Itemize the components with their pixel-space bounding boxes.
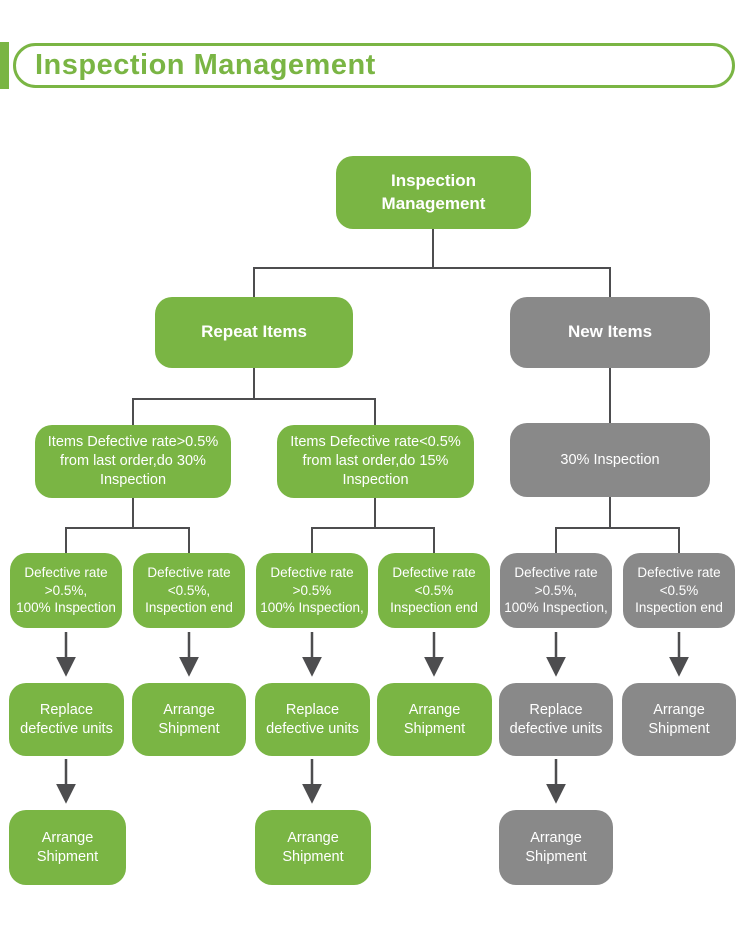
node-defective-rate-low-2: Defective rate <0.5% Inspection end	[378, 553, 490, 628]
node-replace-units-3: Replace defective units	[499, 683, 613, 756]
title-accent-bar	[0, 42, 9, 89]
node-arrange-shipment-3: Arrange Shipment	[622, 683, 736, 756]
node-repeat-low-rate: Items Defective rate<0.5% from last orde…	[277, 425, 474, 498]
node-defective-rate-low-3: Defective rate <0.5% Inspection end	[623, 553, 735, 628]
node-repeat-high-rate: Items Defective rate>0.5% from last orde…	[35, 425, 231, 498]
node-final-shipment-1: Arrange Shipment	[9, 810, 126, 885]
node-final-shipment-3: Arrange Shipment	[499, 810, 613, 885]
node-final-shipment-2: Arrange Shipment	[255, 810, 371, 885]
node-new-30-inspection: 30% Inspection	[510, 423, 710, 497]
node-replace-units-1: Replace defective units	[9, 683, 124, 756]
node-arrange-shipment-2: Arrange Shipment	[377, 683, 492, 756]
node-defective-rate-high-2: Defective rate >0.5% 100% Inspection,	[256, 553, 368, 628]
node-new-items: New Items	[510, 297, 710, 368]
page-title: Inspection Management	[35, 49, 376, 81]
node-root: Inspection Management	[336, 156, 531, 229]
title-frame: Inspection Management	[13, 43, 735, 88]
node-repeat-items: Repeat Items	[155, 297, 353, 368]
node-defective-rate-high-1: Defective rate >0.5%, 100% Inspection	[10, 553, 122, 628]
node-defective-rate-low-1: Defective rate <0.5%, Inspection end	[133, 553, 245, 628]
node-defective-rate-high-3: Defective rate >0.5%, 100% Inspection,	[500, 553, 612, 628]
node-arrange-shipment-1: Arrange Shipment	[132, 683, 246, 756]
node-replace-units-2: Replace defective units	[255, 683, 370, 756]
